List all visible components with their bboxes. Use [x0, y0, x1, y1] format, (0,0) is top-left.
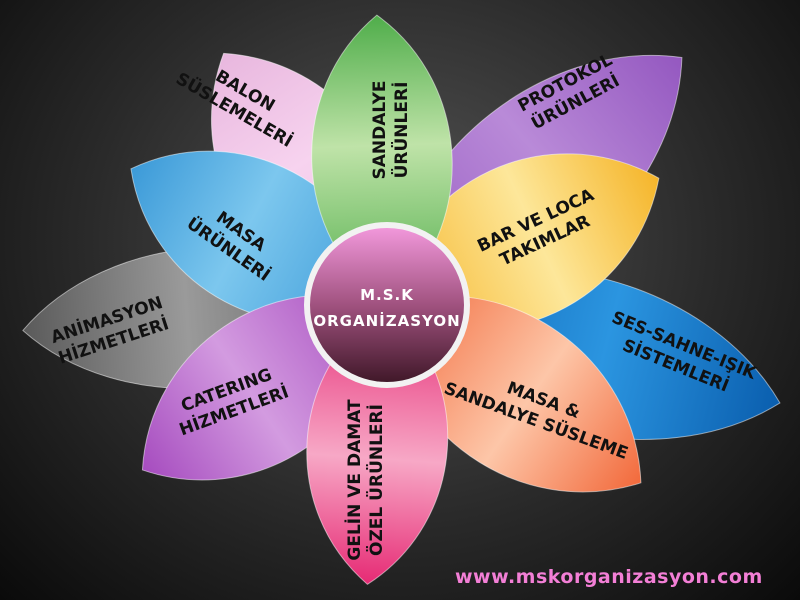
petal-label-line: GELİN VE DAMAT — [343, 399, 365, 561]
website-link[interactable]: www.mskorganizasyon.com — [455, 566, 763, 588]
petal-label-line: ÖZEL ÜRÜNLERİ — [365, 404, 387, 556]
center-title-line2: ORGANİZASYON — [313, 311, 460, 330]
center-title-line1: M.S.K — [360, 286, 414, 304]
petal-label-line: SANDALYE — [370, 80, 390, 179]
petal-label-line: ÜRÜNLERİ — [390, 82, 412, 179]
center-circle — [304, 222, 470, 388]
